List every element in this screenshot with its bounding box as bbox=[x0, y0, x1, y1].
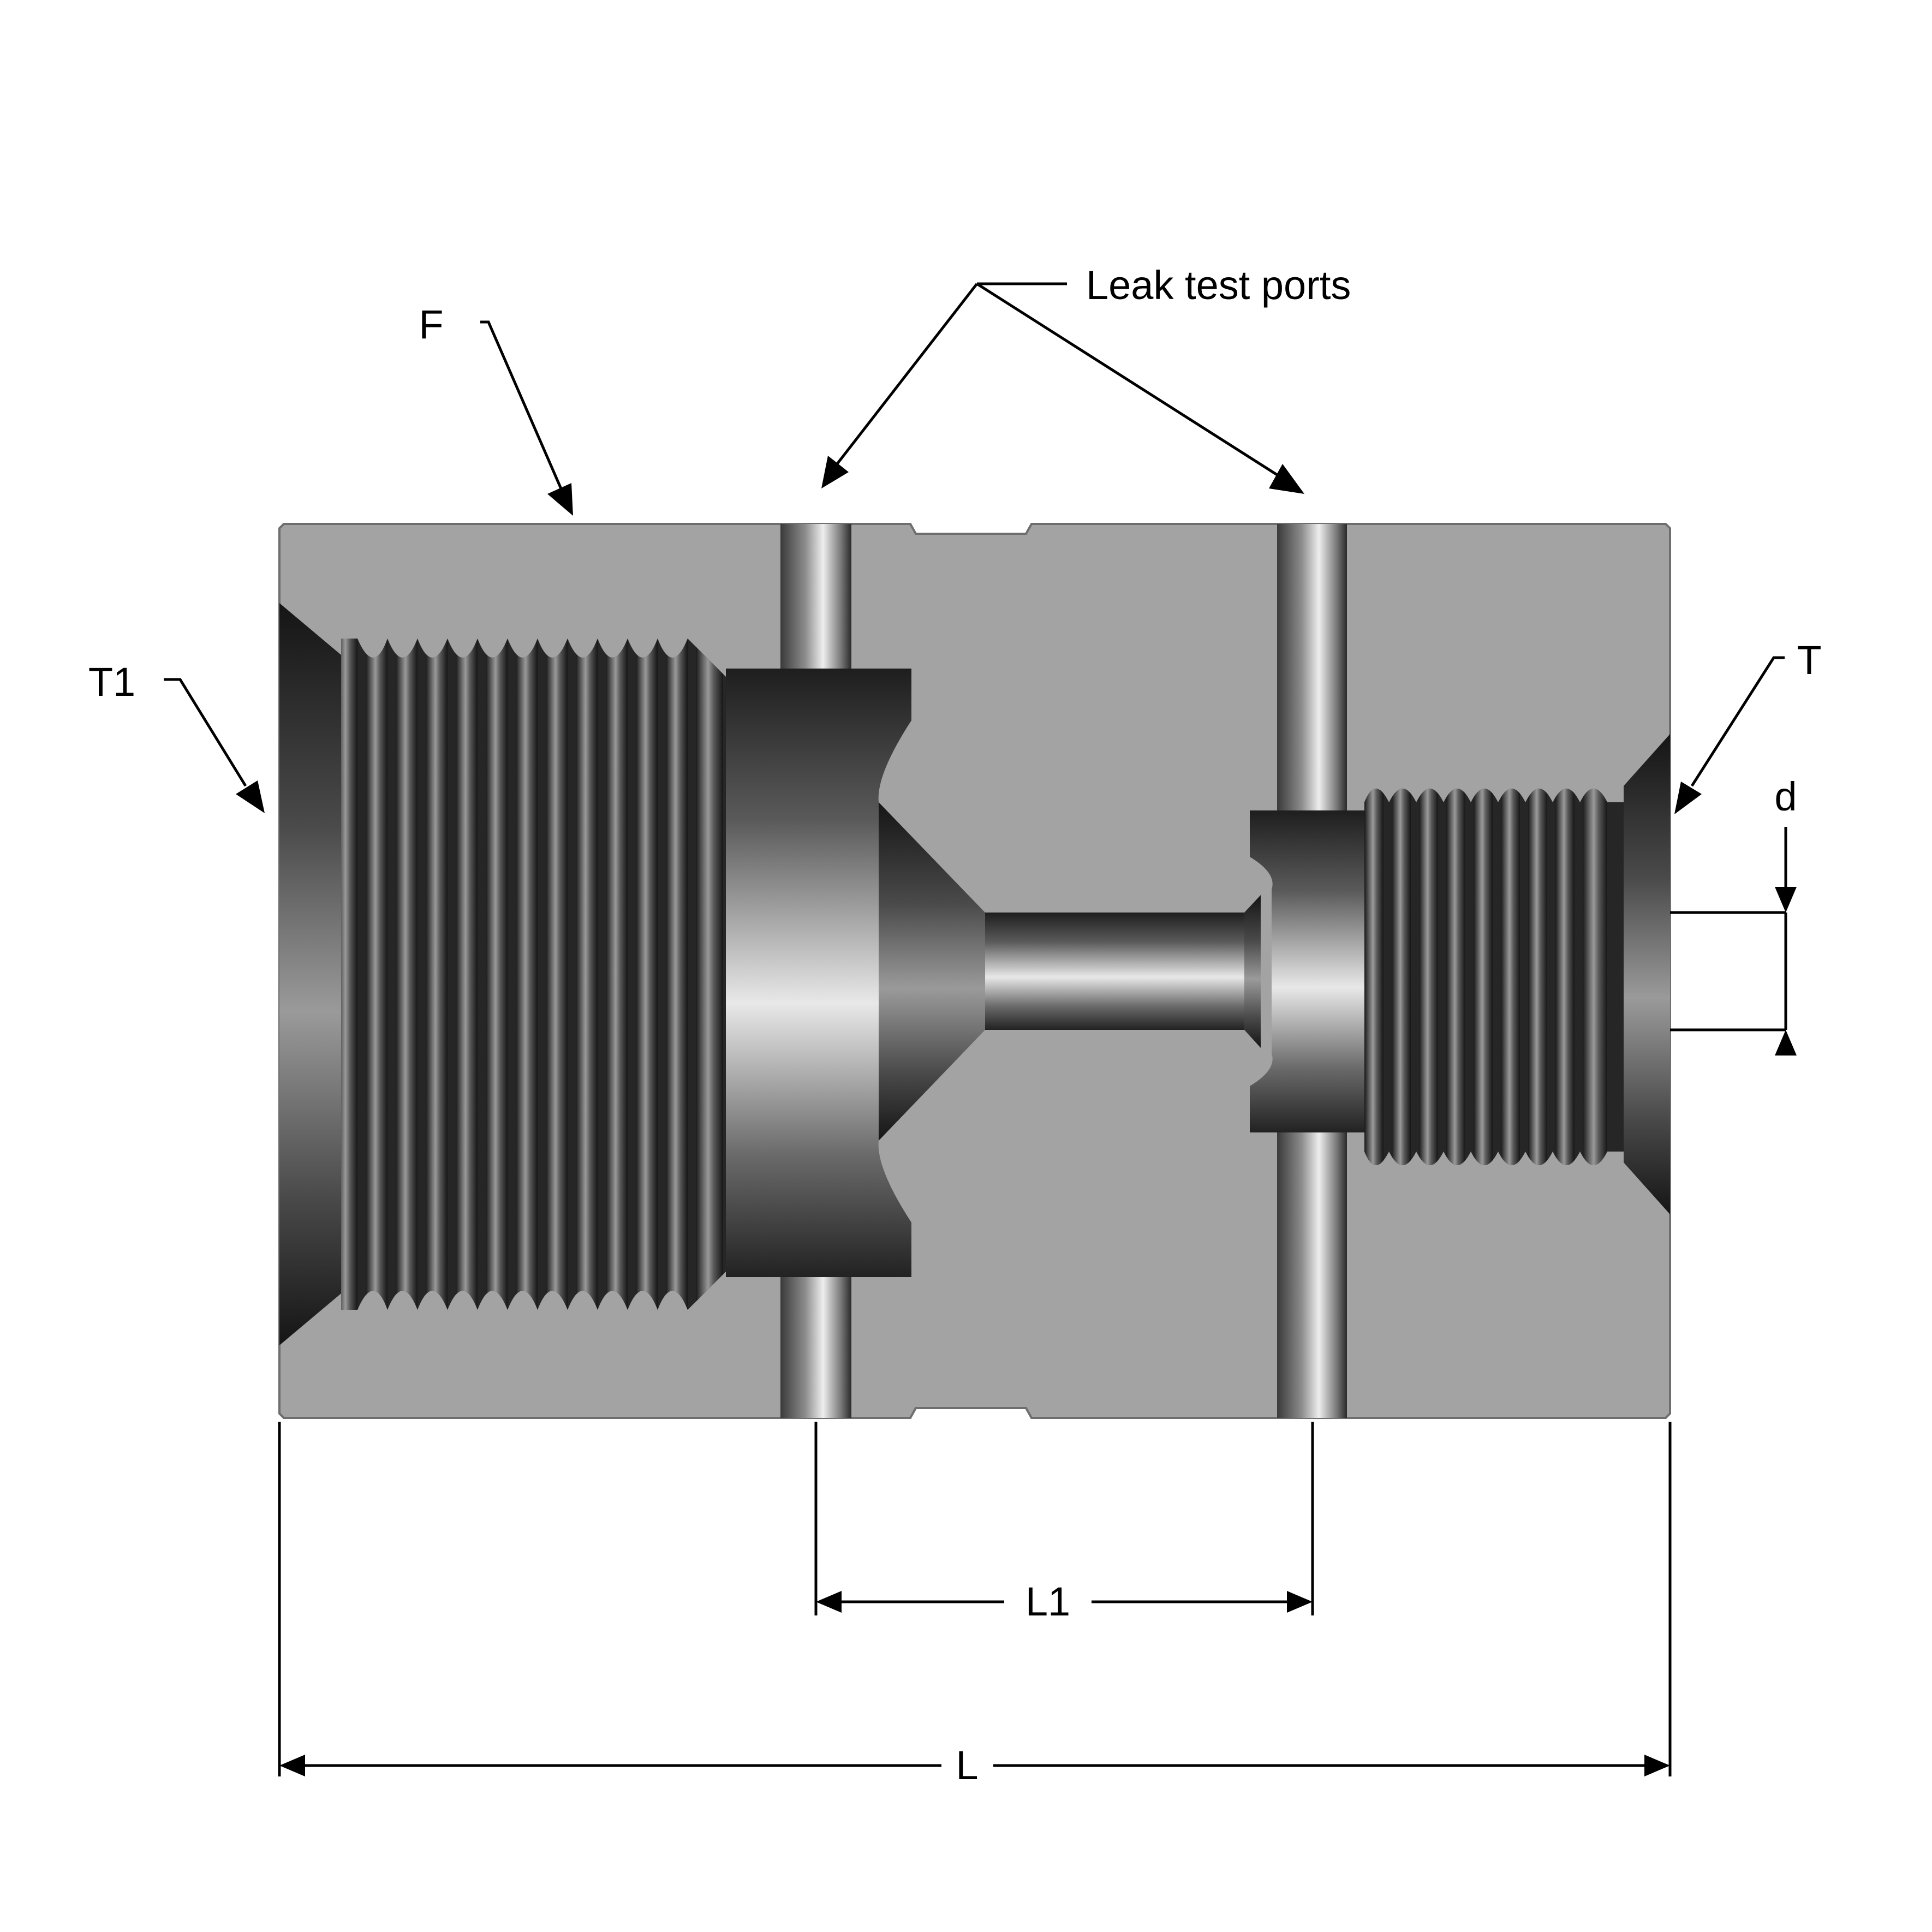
left-counterbore bbox=[726, 669, 911, 1277]
left-entry-chamfer bbox=[279, 603, 341, 1345]
left-thread-bore bbox=[341, 639, 726, 1310]
right-thread-bore bbox=[1364, 789, 1624, 1165]
label-T: T bbox=[1797, 637, 1821, 683]
label-L1: L1 bbox=[1025, 1579, 1070, 1624]
dimension-d: d bbox=[1670, 774, 1797, 1056]
right-cone bbox=[1244, 895, 1261, 1048]
leak-test-port-left bbox=[780, 524, 851, 1418]
dimension-L: L bbox=[278, 1422, 1672, 1788]
leader-T1: T1 bbox=[88, 659, 265, 813]
label-d: d bbox=[1774, 774, 1797, 819]
leader-T: T bbox=[1674, 637, 1822, 814]
right-entry-chamfer bbox=[1624, 734, 1670, 1214]
leader-F: F bbox=[419, 302, 573, 516]
leader-leak-test-ports: Leak test ports bbox=[821, 263, 1351, 494]
right-counterbore bbox=[1250, 810, 1364, 1132]
leak-test-port-right bbox=[1277, 524, 1347, 1418]
center-orifice bbox=[985, 913, 1247, 1030]
left-cone bbox=[879, 802, 985, 1141]
label-leak-test-ports: Leak test ports bbox=[1086, 263, 1351, 308]
label-T1: T1 bbox=[88, 659, 135, 705]
label-L: L bbox=[956, 1743, 978, 1788]
label-F: F bbox=[419, 302, 443, 347]
dimension-L1: L1 bbox=[814, 1422, 1314, 1624]
